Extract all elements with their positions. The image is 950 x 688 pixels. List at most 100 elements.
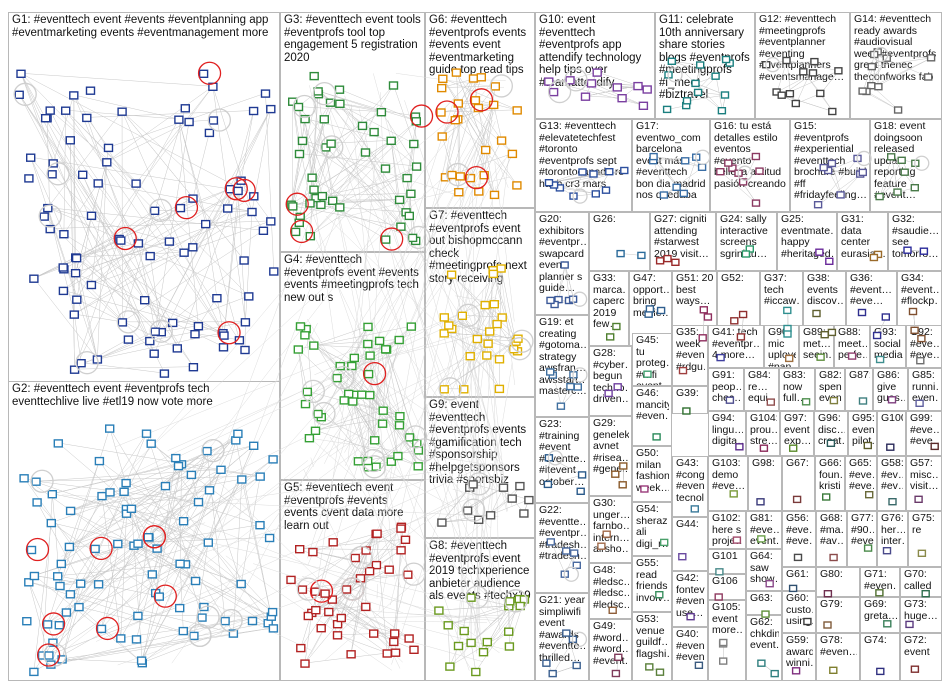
edge-g1-85 [212,86,253,212]
edge-g2-29 [141,450,208,661]
cross-edge-69 [331,126,466,520]
vertex-g2-24 [74,602,84,612]
vertex-g8-16 [504,642,515,651]
edge-g7-17 [485,267,502,305]
group-box-g104: G104: prou… stre… [746,411,780,456]
group-box-g80: G80: [816,567,860,597]
vertex-g14-9 [874,82,883,91]
vertex-g10-5 [617,93,627,103]
vertex-g5-10 [364,567,375,576]
edge-g15-9 [818,158,859,205]
cross-edge-135 [358,108,481,652]
group-box-g49: G49: #word… #word… #event… [589,619,632,681]
vertex-g8-1 [466,638,476,648]
vertex-g5-6 [396,546,406,555]
vertex-g33-0 [606,333,615,341]
vertex-g14-1 [867,62,876,71]
vertex-g5-29 [403,570,413,579]
vertex-g9-7 [485,511,496,520]
edge-g1-42 [47,111,123,208]
vertex-g5-33 [350,553,360,563]
edge-g2-31 [78,606,195,636]
vertex-g1-81 [58,286,69,296]
edge-g4-0 [307,391,368,461]
vertex-g22-2 [546,538,555,546]
vertex-g1-38 [240,318,251,327]
edge-g5-52 [393,549,402,642]
vertex-g87-0 [858,397,868,405]
edge-g11-24 [672,61,697,84]
edge-g2-112 [142,620,253,663]
group-label: G3: #eventtech event tools #eventprofs t… [284,14,421,64]
group-label: G34: #event… #flockp… [901,273,939,307]
edge-g1-7 [205,223,218,298]
self-loop-g3-5 [285,192,309,216]
edge-g11-0 [715,76,723,111]
vertex-g34-2 [917,334,926,343]
group-label: G79: [820,599,843,610]
group-box-g85: G85: runni… even… [908,368,942,411]
vertex-g49-1 [611,669,621,678]
vertex-g76-0 [882,547,892,555]
vertex-g2-46 [143,533,154,542]
vertex-g23-1 [543,480,553,489]
edge-g1-22 [63,110,66,234]
vertex-g4-32 [378,406,388,415]
self-loop-g2-14 [36,643,61,667]
group-label: G72: event [904,635,930,658]
vertex-g69-0 [883,620,892,628]
vertex-g7-17 [459,385,469,394]
self-loop-g2-2 [89,536,113,561]
vertex-g5-19 [296,643,306,653]
vertex-g21-2 [548,669,557,678]
vertex-g7-3 [483,339,493,348]
edge-g2-110 [179,563,184,631]
vertex-g92-0 [916,357,925,365]
vertex-g2-57 [264,533,275,543]
vertex-g56-0 [793,553,803,562]
edge-g13-3 [549,171,610,183]
vertex-g6-14 [455,172,465,181]
vertex-g2-41 [189,631,199,641]
vertex-g13-2 [620,166,629,175]
edge-g13-4 [549,171,584,183]
edge-g8-17 [449,605,509,667]
self-loop-g4-0 [362,455,386,479]
edge-g1-35 [155,121,190,332]
vertex-g2-86 [248,441,259,450]
vertex-g4-25 [349,353,359,363]
edge-g3-74 [373,131,417,167]
edge-g2-42 [52,493,61,586]
edge-g1-126 [178,119,206,224]
vertex-g13-3 [589,170,598,178]
edge-g1-43 [149,188,231,341]
group-box-g32: G32: #saudie… see tomorro… [888,212,942,271]
edge-g4-86 [368,436,410,468]
vertex-g49-0 [614,653,623,661]
group-label: G33: marca… caperc… 2019 few… [593,273,626,330]
edge-g3-69 [390,140,402,227]
vertex-g4-5 [363,369,374,379]
vertex-g2-27 [121,509,132,518]
group-label: G98: [752,458,775,469]
vertex-g1-12 [45,224,55,234]
group-label: G68: #ma… #av… [820,513,844,547]
edge-g7-37 [443,303,495,389]
edge-g5-38 [312,551,377,565]
edge-g5-72 [302,573,408,590]
edge-g2-26 [57,460,100,576]
edge-g2-78 [47,548,96,625]
edge-g1-11 [20,73,165,374]
edge-g11-4 [687,94,726,102]
group-box-g101: G101 [708,549,746,574]
edge-g1-31 [97,161,108,360]
vertex-g7-8 [439,329,449,338]
edge-g3-83 [299,153,417,167]
self-loop-g1-5 [197,61,222,85]
edge-g1-79 [178,119,199,326]
vertex-g11-10 [682,97,692,105]
edge-g52-3 [741,314,744,337]
group-box-g77: G77: #90… #eve… [847,511,877,567]
edge-g8-15 [470,642,477,672]
vertex-g7-18 [494,355,505,364]
